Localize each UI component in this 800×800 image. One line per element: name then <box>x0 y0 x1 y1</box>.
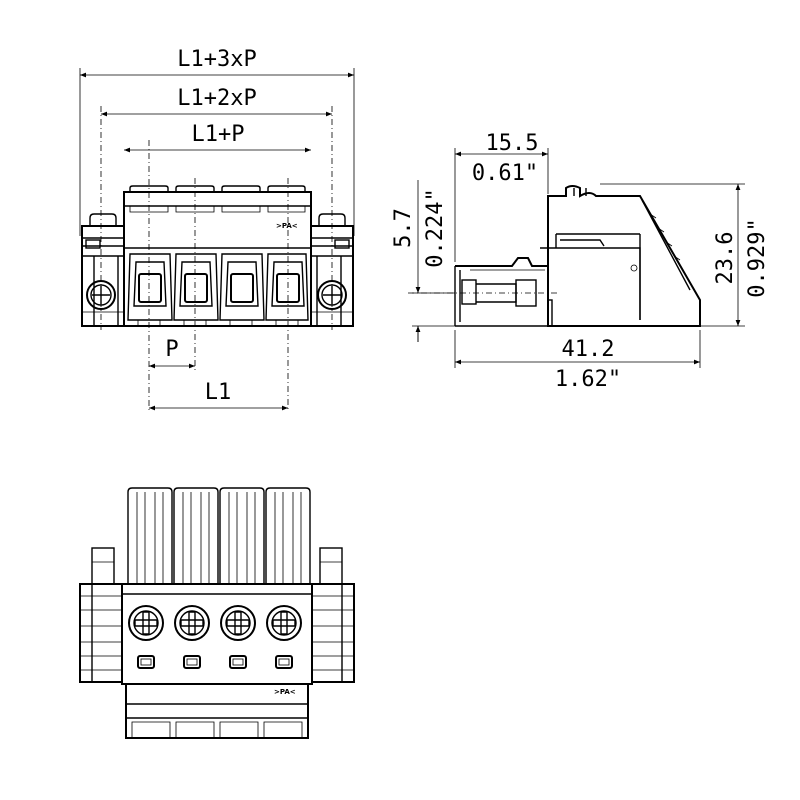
bottom-marking: >PA< <box>274 688 296 696</box>
dim-length-mm: 41.2 <box>562 337 615 362</box>
screw-1 <box>128 605 164 641</box>
front-wire-entries <box>127 253 309 321</box>
wire-entry-2 <box>173 253 219 321</box>
right-flange <box>310 213 354 327</box>
front-marking: >PA< <box>276 222 298 230</box>
side-plug <box>454 257 549 327</box>
dim-height-in: 0.929" <box>745 218 770 297</box>
dim-l1-2p: L1+2xP <box>177 86 256 111</box>
dim-length-in: 1.62" <box>555 367 621 392</box>
wire-entry-1 <box>127 253 173 321</box>
bottom-left-latch <box>79 547 123 683</box>
dim-l1-p: L1+P <box>192 122 245 147</box>
side-view: 15.5 0.61" 5.7 0.224" 23.6 0.929" 41.2 1… <box>391 131 770 392</box>
dim-pin-offset-mm: 5.7 <box>391 208 416 248</box>
dim-depth-in: 0.61" <box>472 161 538 186</box>
release-slots <box>137 655 293 669</box>
dim-pin-offset-in: 0.224" <box>423 188 448 267</box>
left-flange <box>81 213 125 327</box>
bottom-right-latch <box>311 547 355 683</box>
wire-entry-3 <box>219 253 265 321</box>
dim-depth-mm: 15.5 <box>486 131 539 156</box>
front-top-tabs <box>129 185 306 192</box>
screw-heads <box>128 605 302 641</box>
screw-3 <box>220 605 256 641</box>
screw-4 <box>266 605 302 641</box>
screw-2 <box>174 605 210 641</box>
side-dimensions: 15.5 0.61" 5.7 0.224" 23.6 0.929" 41.2 1… <box>391 131 770 392</box>
front-dimensions: L1+3xP L1+2xP L1+P P L1 <box>79 47 355 411</box>
front-view: >PA< <box>79 47 355 412</box>
dim-height-mm: 23.6 <box>713 232 738 285</box>
dim-l1: L1 <box>205 380 232 405</box>
bottom-plug-section <box>125 683 309 739</box>
dim-p: P <box>165 337 178 362</box>
rib-guides <box>127 487 311 584</box>
dim-l1-3p: L1+3xP <box>177 47 256 72</box>
wire-entry-4 <box>265 253 309 321</box>
bottom-view: >PA< <box>79 487 355 739</box>
side-body <box>540 185 701 327</box>
